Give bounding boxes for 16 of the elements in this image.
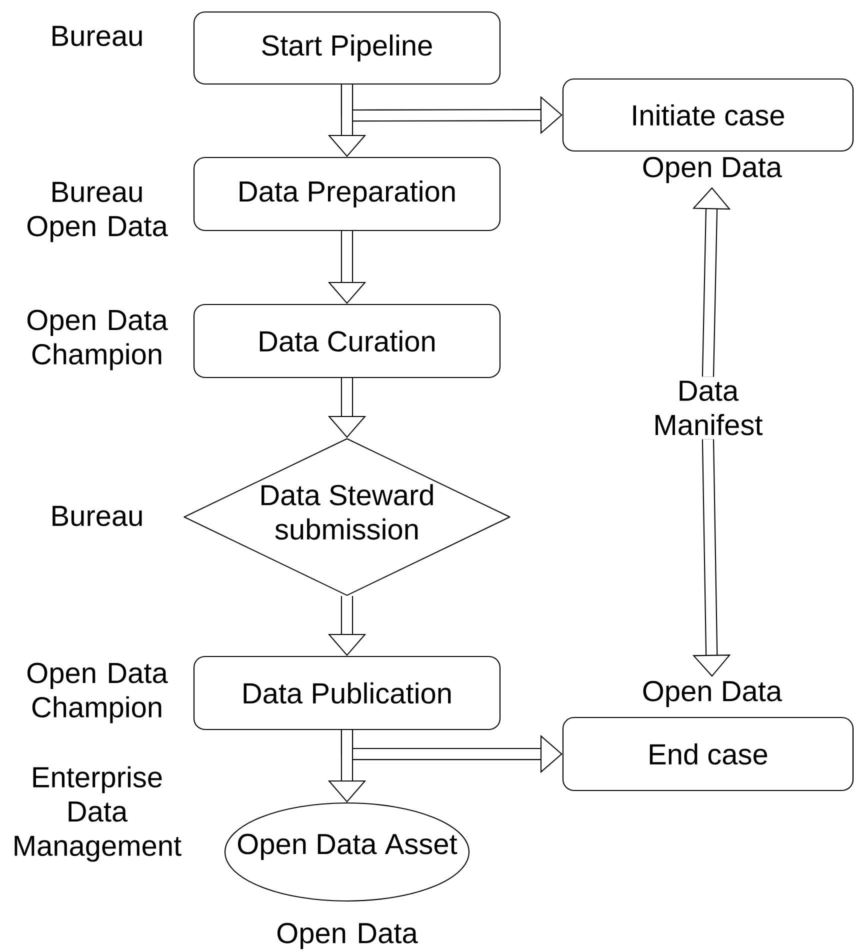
process-box: Data Publication xyxy=(193,656,501,730)
role-label: Bureau xyxy=(52,506,142,526)
role-label: Open Data Champion xyxy=(27,662,168,724)
process-box: Data Curation xyxy=(193,304,501,378)
role-label: Open Data Champion xyxy=(27,310,168,370)
role-label: Bureau xyxy=(52,26,142,46)
process-box: Initiate case xyxy=(562,78,854,152)
role-label: Open Data xyxy=(643,156,782,184)
flow-label: Data Manifest xyxy=(656,380,763,436)
role-label: Open Data xyxy=(643,680,782,708)
role-label: Open Data xyxy=(277,922,418,950)
role-label: Bureau Open Data xyxy=(27,182,168,242)
process-box: End case xyxy=(562,716,854,792)
process-box: Data Preparation xyxy=(193,156,501,232)
process-box: Start Pipeline xyxy=(193,11,501,85)
role-label: Enterprise Data Management xyxy=(14,766,182,862)
